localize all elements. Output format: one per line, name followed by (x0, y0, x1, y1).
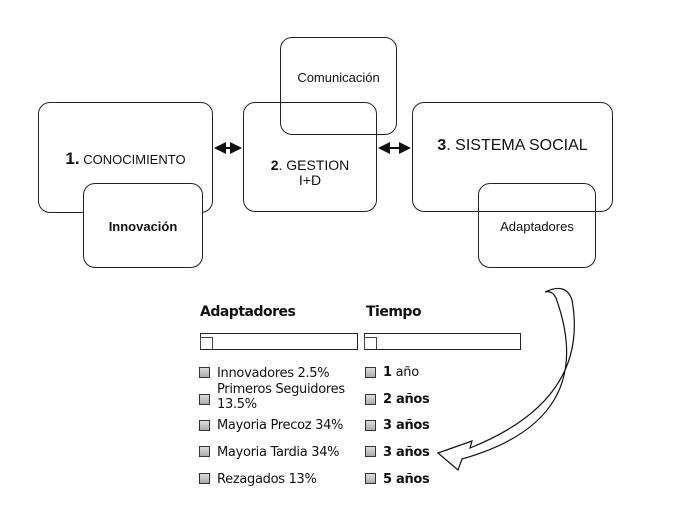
tiempo-number: 3 (383, 445, 392, 460)
tiempo-number: 3 (383, 418, 392, 433)
gestion-label: . GESTION (278, 157, 350, 173)
adaptadores-header: Adaptadores (200, 304, 296, 320)
adaptador-item: Primeros Seguidores 13.5% (217, 382, 345, 412)
adaptadores-box: Adaptadores (478, 183, 596, 268)
tiempo-number: 1 (383, 365, 392, 380)
adaptador-checkbox[interactable] (199, 446, 210, 457)
adaptador-item: Mayoria Precoz 34% (217, 418, 344, 433)
conocimiento-number: 1. (65, 149, 80, 168)
comunicacion-label: Comunicación (297, 70, 380, 85)
checkbox-icon (200, 337, 213, 349)
adaptador-item: Rezagados 13% (217, 472, 317, 487)
tiempo-header: Tiempo (366, 304, 422, 320)
adaptadores-input-bar[interactable] (200, 333, 358, 350)
adaptador-checkbox[interactable] (199, 473, 210, 484)
tiempo-input-bar[interactable] (364, 333, 521, 350)
sistema-label: . SISTEMA SOCIAL (446, 137, 588, 154)
adaptador-checkbox[interactable] (199, 367, 210, 378)
tiempo-number: 2 (383, 392, 392, 407)
gestion-number: 2 (270, 157, 279, 173)
comunicacion-box: Comunicación (280, 37, 397, 135)
gestion-label-2: I+D (298, 172, 322, 188)
innovacion-label: Innovación (108, 219, 178, 234)
adaptador-item: Mayoria Tardia 34% (217, 445, 340, 460)
conocimiento-box: 1. CONOCIMIENTO (38, 102, 213, 213)
adaptador-checkbox[interactable] (199, 394, 210, 405)
tiempo-checkbox[interactable] (365, 473, 376, 484)
tiempo-unit: años (391, 392, 430, 407)
adaptadores-label: Adaptadores (500, 219, 574, 234)
tiempo-checkbox[interactable] (365, 446, 376, 457)
conocimiento-label: CONOCIMIENTO (83, 152, 186, 167)
adaptador-checkbox[interactable] (199, 420, 210, 431)
sistema-number: 3 (437, 137, 447, 154)
tiempo-checkbox[interactable] (365, 420, 376, 431)
checkbox-icon (364, 337, 377, 349)
innovacion-box: Innovación (83, 183, 203, 268)
curved-arrow (436, 287, 575, 472)
tiempo-checkbox[interactable] (365, 367, 376, 378)
tiempo-number: 5 (383, 472, 392, 487)
tiempo-checkbox[interactable] (365, 394, 376, 405)
sistema-social-box: 3. SISTEMA SOCIAL (412, 102, 613, 212)
tiempo-unit: año (391, 365, 420, 380)
tiempo-unit: años (391, 445, 430, 460)
tiempo-unit: años (391, 418, 430, 433)
adaptador-item: Innovadores 2.5% (217, 366, 330, 381)
tiempo-unit: años (391, 472, 430, 487)
